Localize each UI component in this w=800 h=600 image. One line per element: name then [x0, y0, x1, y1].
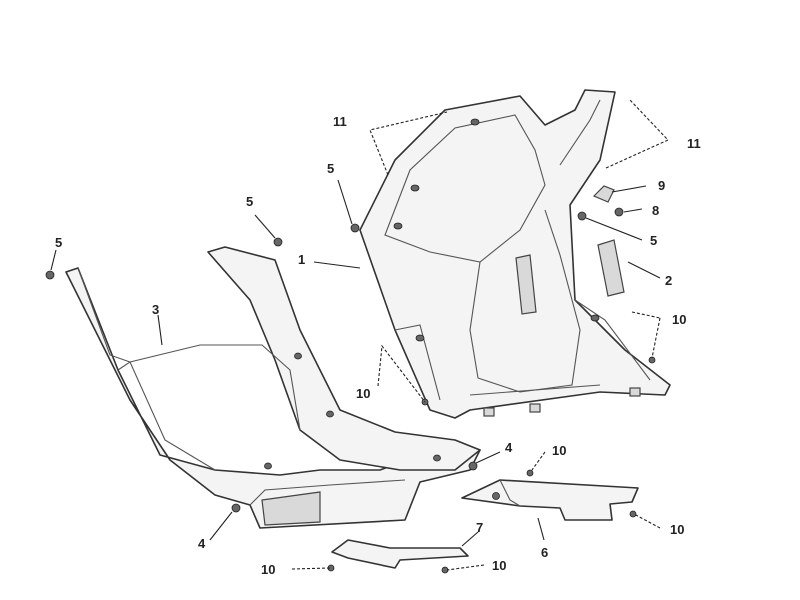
callout-1: 1: [298, 252, 305, 267]
callout-10-right-lower: 10: [670, 522, 684, 537]
callout-4-right: 4: [505, 440, 513, 455]
part-9-clip: [592, 185, 615, 203]
callout-labels: 1 2 3 4 4 5 5 5 5 6 7 8 9 10 10 10 10 10…: [55, 114, 701, 577]
callout-5-right: 5: [650, 233, 657, 248]
part-2-trim-inserts: [515, 239, 625, 315]
callout-10-center-right: 10: [552, 443, 566, 458]
part-3-floor-panel: [65, 246, 481, 529]
callout-11-left: 11: [333, 114, 347, 129]
callout-2: 2: [665, 273, 672, 288]
callout-11-right: 11: [687, 136, 701, 151]
callout-10-bottom-left: 10: [261, 562, 275, 577]
callout-6: 6: [541, 545, 548, 560]
part-1-inner-leg-shield: [359, 89, 671, 419]
callout-4-left: 4: [198, 536, 206, 551]
fasteners: [45, 207, 656, 574]
part-7-strip: [331, 539, 469, 569]
part-6-bracket-cover: [461, 479, 639, 521]
callout-10-right-upper: 10: [672, 312, 686, 327]
callout-3: 3: [152, 302, 159, 317]
callout-5-center: 5: [327, 161, 334, 176]
callout-5-far-left: 5: [55, 235, 62, 250]
callout-5-left: 5: [246, 194, 253, 209]
callout-8: 8: [652, 203, 659, 218]
callout-7: 7: [476, 520, 483, 535]
callout-10-center: 10: [356, 386, 370, 401]
callout-9: 9: [658, 178, 665, 193]
leader-lines: [50, 99, 669, 571]
callout-10-bottom-right: 10: [492, 558, 506, 573]
